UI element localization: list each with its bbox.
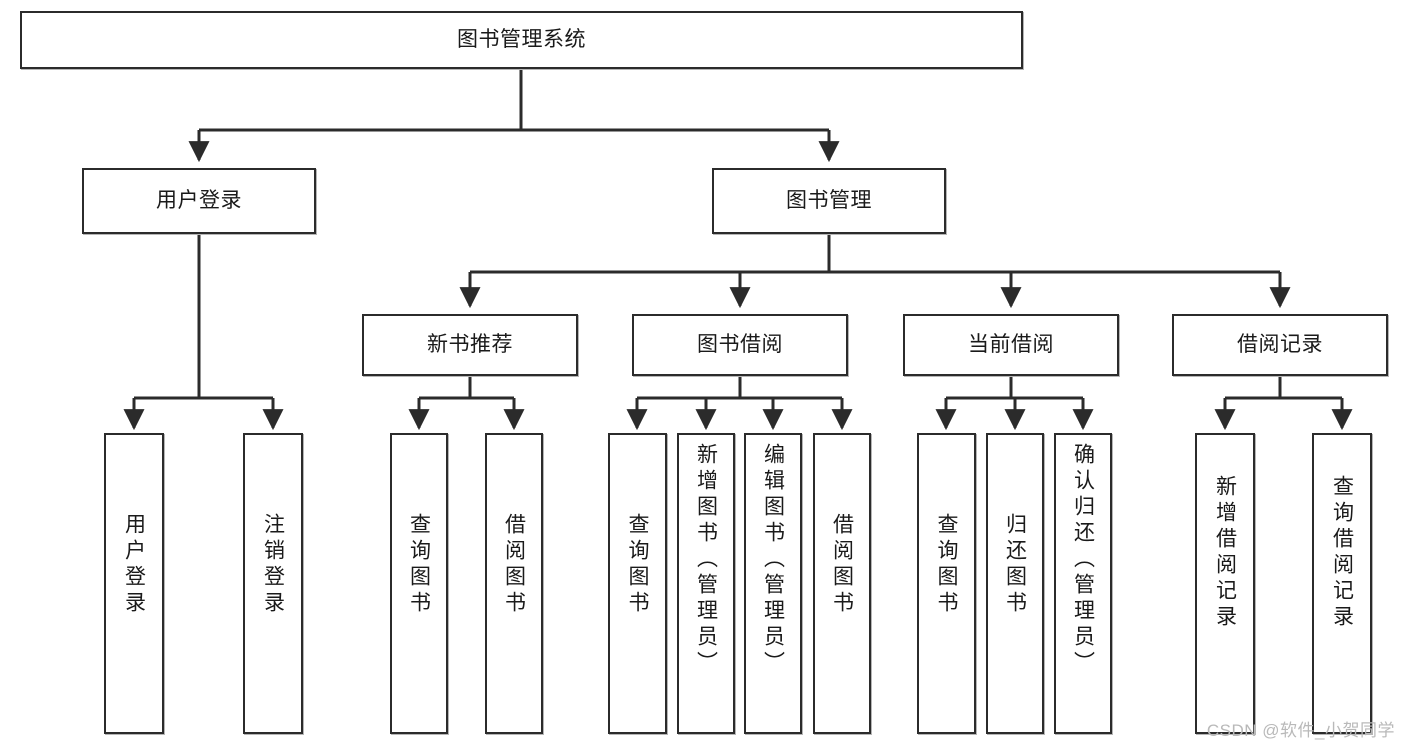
leaf-query-book-recommend[interactable]: 查询图书 (390, 433, 448, 734)
leaf-query-book-borrow[interactable]: 查询图书 (608, 433, 667, 734)
leaf-user-login-label: 用户登录 (122, 513, 146, 617)
node-root-label: 图书管理系统 (457, 28, 586, 52)
leaf-confirm-return-admin[interactable]: 确认归还（管理员） (1054, 433, 1112, 734)
node-book-borrow[interactable]: 图书借阅 (632, 314, 848, 376)
leaf-return-book-label: 归还图书 (1003, 513, 1027, 617)
leaf-return-book[interactable]: 归还图书 (986, 433, 1044, 734)
node-current-borrow-label: 当前借阅 (968, 333, 1054, 357)
leaf-logout[interactable]: 注销登录 (243, 433, 303, 734)
node-user-login-label: 用户登录 (156, 189, 242, 213)
leaf-edit-book-admin-label: 编辑图书（管理员） (761, 443, 785, 677)
leaf-add-book-admin-label: 新增图书（管理员） (694, 443, 718, 677)
node-user-login[interactable]: 用户登录 (82, 168, 316, 234)
leaf-confirm-return-admin-label: 确认归还（管理员） (1071, 443, 1095, 677)
leaf-add-book-admin[interactable]: 新增图书（管理员） (677, 433, 735, 734)
node-book-management-label: 图书管理 (786, 189, 872, 213)
leaf-query-borrow-record[interactable]: 查询借阅记录 (1312, 433, 1372, 734)
leaf-query-book-borrow-label: 查询图书 (626, 513, 649, 617)
node-root[interactable]: 图书管理系统 (20, 11, 1023, 69)
leaf-query-book-current[interactable]: 查询图书 (917, 433, 976, 734)
leaf-edit-book-admin[interactable]: 编辑图书（管理员） (744, 433, 802, 734)
node-book-borrow-label: 图书借阅 (697, 333, 783, 357)
leaf-user-login[interactable]: 用户登录 (104, 433, 164, 734)
leaf-query-book-recommend-label: 查询图书 (407, 513, 431, 617)
leaf-query-book-current-label: 查询图书 (935, 513, 958, 617)
node-borrow-record-label: 借阅记录 (1237, 333, 1323, 357)
leaf-borrow-book[interactable]: 借阅图书 (813, 433, 871, 734)
node-borrow-record[interactable]: 借阅记录 (1172, 314, 1388, 376)
leaf-borrow-book-label: 借阅图书 (830, 513, 854, 617)
leaf-borrow-book-recommend[interactable]: 借阅图书 (485, 433, 543, 734)
leaf-borrow-book-recommend-label: 借阅图书 (502, 513, 526, 617)
leaf-logout-label: 注销登录 (261, 513, 285, 617)
leaf-add-borrow-record-label: 新增借阅记录 (1213, 475, 1237, 631)
leaf-query-borrow-record-label: 查询借阅记录 (1330, 475, 1354, 631)
node-new-book-recommend-label: 新书推荐 (427, 333, 513, 357)
node-current-borrow[interactable]: 当前借阅 (903, 314, 1119, 376)
leaf-add-borrow-record[interactable]: 新增借阅记录 (1195, 433, 1255, 734)
node-new-book-recommend[interactable]: 新书推荐 (362, 314, 578, 376)
node-book-management[interactable]: 图书管理 (712, 168, 946, 234)
